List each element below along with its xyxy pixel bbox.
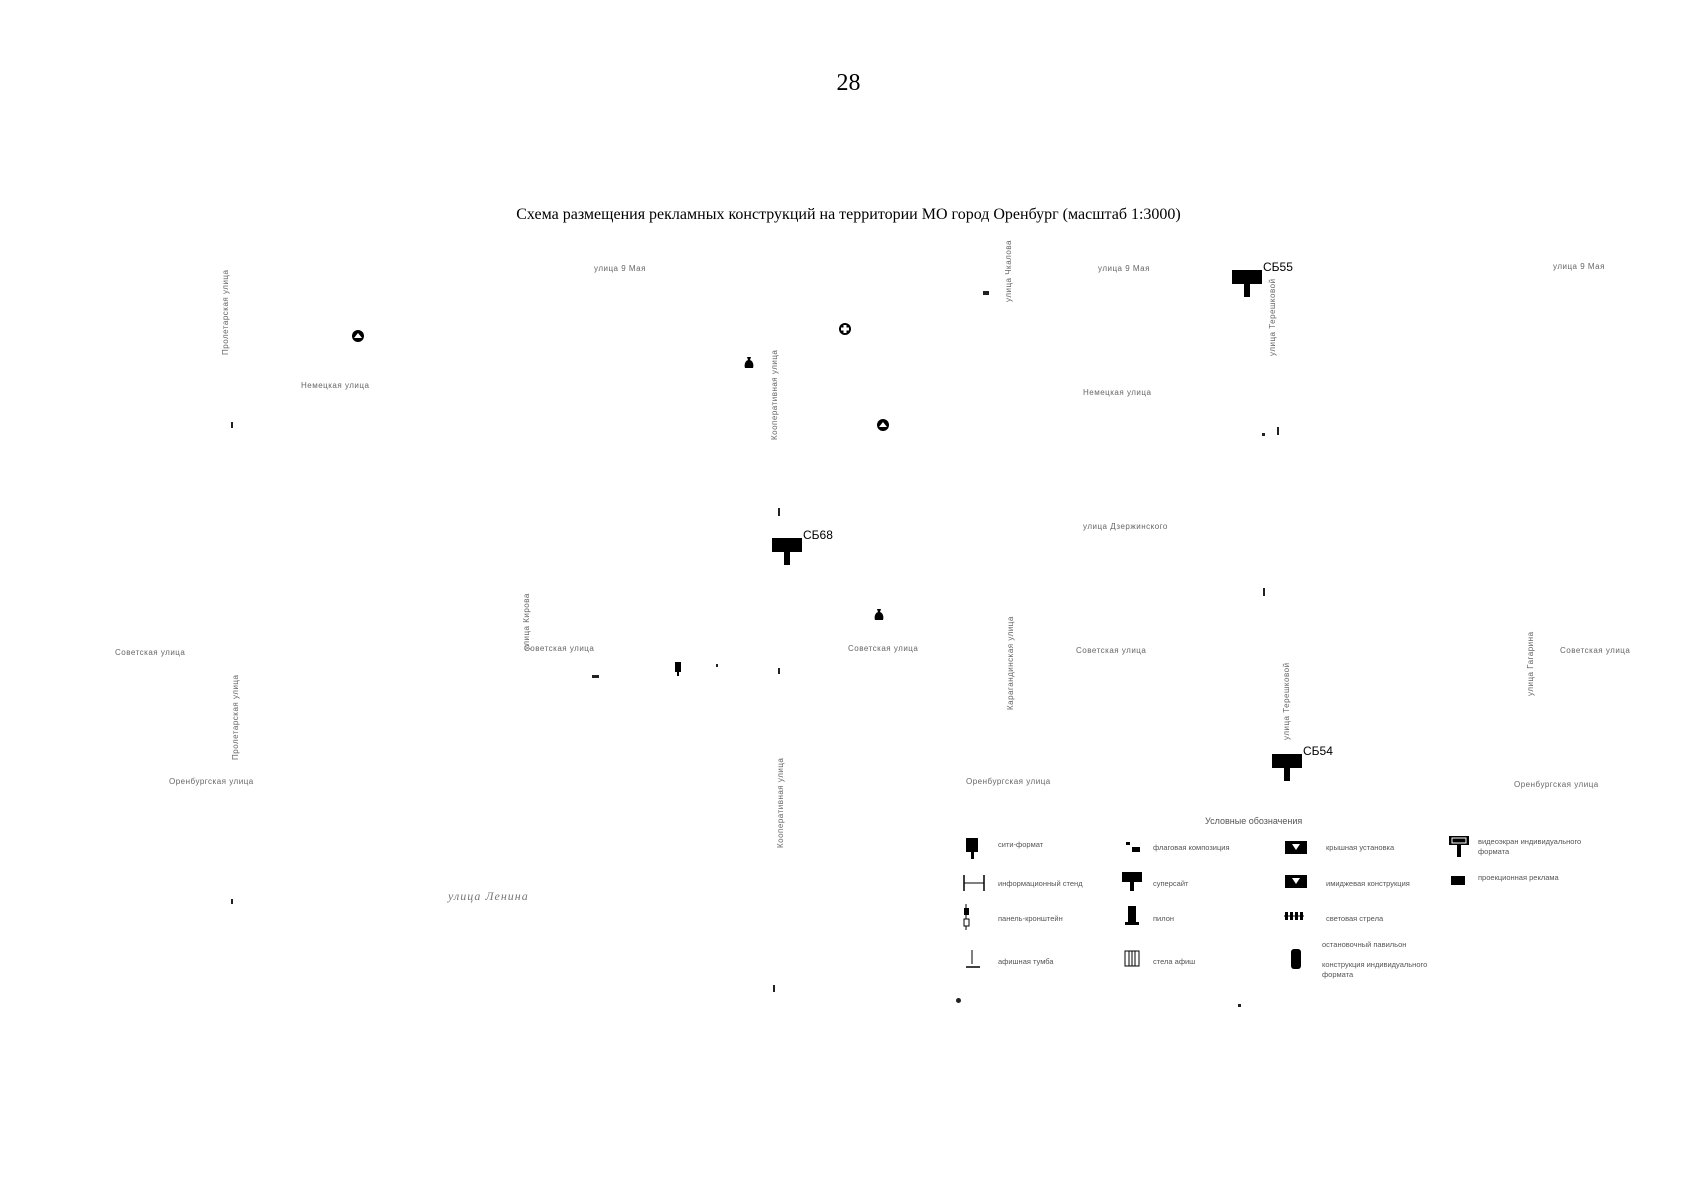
roof-installation-icon	[1285, 841, 1307, 854]
legend-label: имиджевая конструкция	[1326, 879, 1410, 888]
billboard-marker-icon[interactable]	[1272, 752, 1304, 782]
map-title: Схема размещения рекламных конструкций н…	[516, 206, 1181, 223]
pharmacy-icon	[839, 323, 851, 335]
legend-label: остановочный павильон	[1322, 940, 1407, 949]
legend-label: флаговая композиция	[1153, 843, 1230, 852]
map-speck	[1277, 427, 1279, 435]
street-label-vertical: Пролетарская улица	[231, 674, 240, 760]
bank-icon	[877, 419, 889, 431]
legend-label: суперсайт	[1153, 879, 1189, 888]
map-speck	[1238, 1004, 1241, 1007]
marker-code: СБ54	[1303, 744, 1333, 758]
legend-label: конструкция индивидуального формата	[1322, 960, 1428, 979]
light-arrow-icon	[1284, 912, 1304, 920]
legend-label: информационный стенд	[998, 879, 1083, 888]
bracket-panel-icon	[963, 904, 970, 930]
street-label-vertical: Кооперативная улица	[776, 757, 785, 848]
legend-label: стела афиш	[1153, 957, 1196, 966]
street-label: Оренбургская улица	[169, 777, 254, 786]
legend-label: панель-кронштейн	[998, 914, 1063, 923]
map-speck	[1262, 433, 1265, 436]
map-speck	[983, 291, 989, 295]
street-label-vertical: Пролетарская улица	[221, 269, 230, 355]
billboard-marker-icon[interactable]	[1232, 268, 1264, 298]
legend-label: пилон	[1153, 914, 1175, 923]
map-speck	[778, 508, 780, 516]
map-speck	[778, 668, 780, 674]
street-label: Немецкая улица	[301, 381, 370, 390]
map-speck	[231, 899, 233, 904]
legend-label: световая стрела	[1326, 914, 1384, 923]
map-speck	[1263, 588, 1265, 596]
supersite-icon	[1122, 872, 1142, 891]
pylon-icon	[1125, 906, 1139, 925]
poster-tumba-icon	[966, 950, 980, 968]
street-label: улица 9 Мая	[594, 264, 646, 273]
legend-label: афишная тумба	[998, 957, 1054, 966]
street-label-vertical: Карагандинская улица	[1006, 616, 1015, 710]
legend-title: Условные обозначения	[1205, 816, 1303, 826]
flag-composition-icon	[1126, 842, 1140, 852]
street-label: Советская улица	[848, 644, 919, 653]
street-label-vertical: улица Чкалова	[1004, 240, 1013, 302]
projection-ad-icon	[1451, 876, 1465, 885]
street-label-vertical: улица Гагарина	[1526, 631, 1535, 696]
street-label-vertical: улица Кирова	[522, 593, 531, 650]
street-label: Оренбургская улица	[1514, 780, 1599, 789]
poster-stela-icon	[1124, 950, 1140, 967]
page-number: 28	[836, 70, 861, 96]
legend-label: видеоэкран индивидуального формата	[1478, 837, 1582, 856]
street-label-vertical: улица Терешковой	[1268, 278, 1277, 356]
video-screen-icon	[1449, 836, 1469, 857]
money-bag-icon	[744, 357, 754, 368]
handwritten-label: улица Ленина	[448, 889, 529, 903]
street-label: Советская улица	[1076, 646, 1147, 655]
street-label: Советская улица	[115, 648, 186, 657]
city-format-icon	[966, 838, 978, 859]
bus-stop-pavilion-icon	[1291, 949, 1301, 969]
street-label: улица Дзержинского	[1083, 522, 1168, 531]
legend-label: проекционная реклама	[1478, 873, 1559, 882]
map-speck	[592, 675, 599, 678]
info-stand-icon	[963, 875, 985, 891]
map-speck	[773, 985, 775, 992]
legend-label: крышная установка	[1326, 843, 1395, 852]
map-speck	[956, 998, 961, 1003]
street-label: Советская улица	[524, 644, 595, 653]
map-speck	[716, 664, 718, 667]
pylon-icon	[675, 662, 681, 676]
bank-icon	[352, 330, 364, 342]
street-label: улица 9 Мая	[1098, 264, 1150, 273]
street-label: Немецкая улица	[1083, 388, 1152, 397]
map-speck	[231, 422, 233, 428]
billboard-marker-icon[interactable]	[772, 536, 804, 566]
marker-code: СБ55	[1263, 260, 1293, 274]
street-label: улица 9 Мая	[1553, 262, 1605, 271]
legend-label: сити-формат	[998, 840, 1044, 849]
money-bag-icon	[874, 609, 884, 620]
street-label: Оренбургская улица	[966, 777, 1051, 786]
image-construction-icon	[1285, 875, 1307, 888]
street-label-vertical: Кооперативная улица	[770, 349, 779, 440]
street-label-vertical: улица Терешковой	[1282, 662, 1291, 740]
street-label: Советская улица	[1560, 646, 1631, 655]
marker-code: СБ68	[803, 528, 833, 542]
